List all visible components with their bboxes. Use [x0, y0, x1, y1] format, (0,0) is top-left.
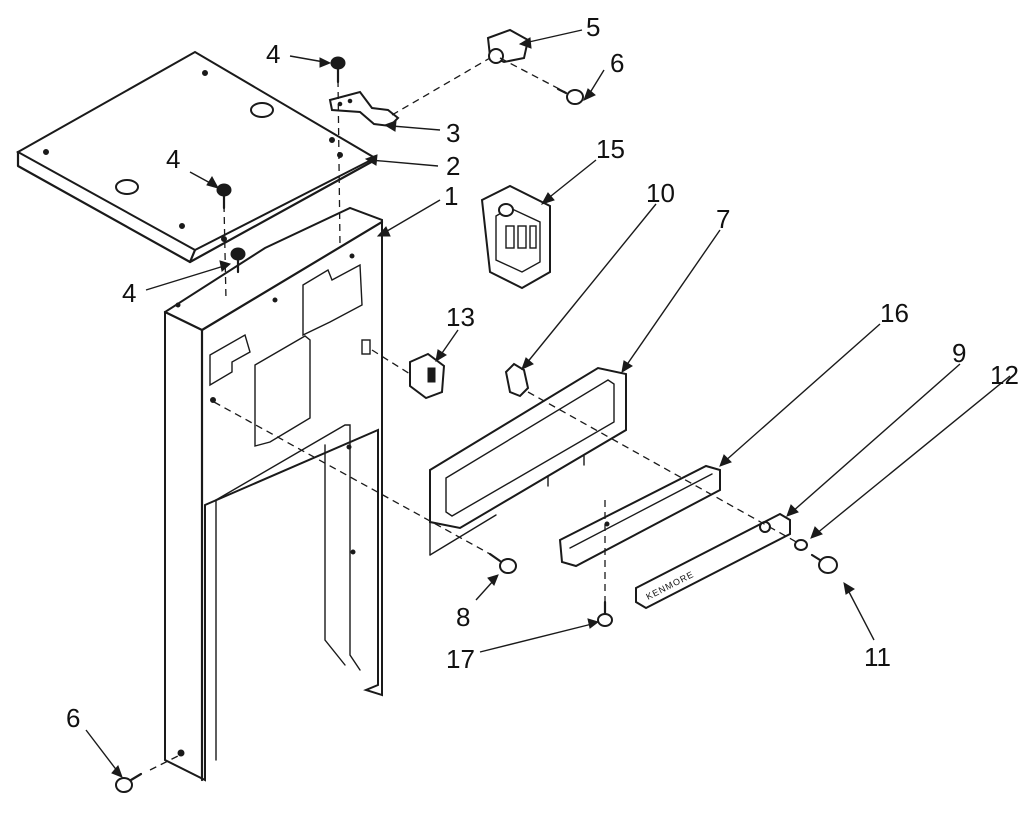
washer-12 [794, 539, 808, 551]
screw-6-top [556, 87, 584, 105]
nameplate: KENMORE [635, 512, 791, 610]
callout-15: 15 [596, 134, 625, 164]
callout-13: 13 [446, 302, 475, 332]
callout-17: 17 [446, 644, 475, 674]
callout-11: 11 [864, 642, 891, 672]
assembly-lines [149, 57, 801, 771]
screw-8 [488, 552, 517, 574]
main-bracket [163, 206, 384, 782]
screw-4-low [230, 247, 246, 274]
screw-6-bottom [115, 772, 143, 793]
callout-9: 9 [952, 338, 966, 368]
callout-16: 16 [880, 298, 909, 328]
screw-4-top [330, 56, 346, 84]
clip [504, 362, 530, 398]
callout-labels: 1 2 3 4 4 4 5 6 6 7 8 9 10 11 12 13 15 1… [66, 12, 1019, 733]
callout-6-top: 6 [610, 48, 624, 78]
callout-6-bottom: 6 [66, 703, 80, 733]
callout-4-low: 4 [122, 278, 136, 308]
callout-10: 10 [646, 178, 675, 208]
rocker-switch [409, 352, 446, 400]
callout-8: 8 [456, 602, 470, 632]
callout-5: 5 [586, 12, 600, 42]
callout-4-mid: 4 [166, 144, 180, 174]
knob-11 [810, 553, 838, 574]
hinge-block [486, 28, 530, 64]
callout-7: 7 [716, 204, 730, 234]
hinge-strap [328, 90, 400, 128]
control-panel-frame [429, 366, 627, 556]
callout-4-top: 4 [266, 39, 280, 69]
switch-housing [480, 184, 551, 290]
callout-2: 2 [446, 151, 460, 181]
callout-3: 3 [446, 118, 460, 148]
leader-lines [85, 29, 1011, 778]
top-plate [15, 50, 378, 264]
trim-strip [558, 464, 721, 568]
screw-17 [597, 600, 613, 627]
callout-12: 12 [990, 360, 1019, 390]
callout-1: 1 [444, 181, 458, 211]
